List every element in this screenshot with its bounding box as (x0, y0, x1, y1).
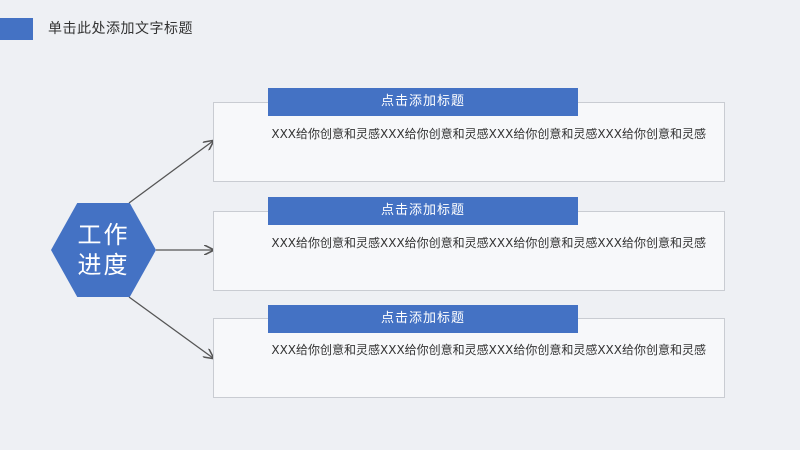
center-hexagon-line-1: 工作 (77, 221, 130, 249)
card-2-body[interactable]: XXX给你创意和灵感XXX给你创意和灵感XXX给你创意和灵感XXX给你创意和灵感 (271, 236, 706, 250)
card-3-title[interactable]: 点击添加标题 (268, 305, 578, 333)
page-title[interactable]: 单击此处添加文字标题 (48, 21, 193, 37)
card-1-title[interactable]: 点击添加标题 (268, 88, 578, 116)
connector-arrow-top (128, 141, 213, 204)
connector-arrow-bottom (128, 296, 213, 358)
card-3-body[interactable]: XXX给你创意和灵感XXX给你创意和灵感XXX给你创意和灵感XXX给你创意和灵感 (271, 343, 706, 357)
header-accent-bar (0, 18, 33, 40)
card-1-body[interactable]: XXX给你创意和灵感XXX给你创意和灵感XXX给你创意和灵感XXX给你创意和灵感 (271, 127, 706, 141)
center-hexagon-line-2: 进度 (77, 251, 130, 279)
card-2-title[interactable]: 点击添加标题 (268, 197, 578, 225)
center-hexagon[interactable]: 工作 进度 (51, 203, 156, 297)
